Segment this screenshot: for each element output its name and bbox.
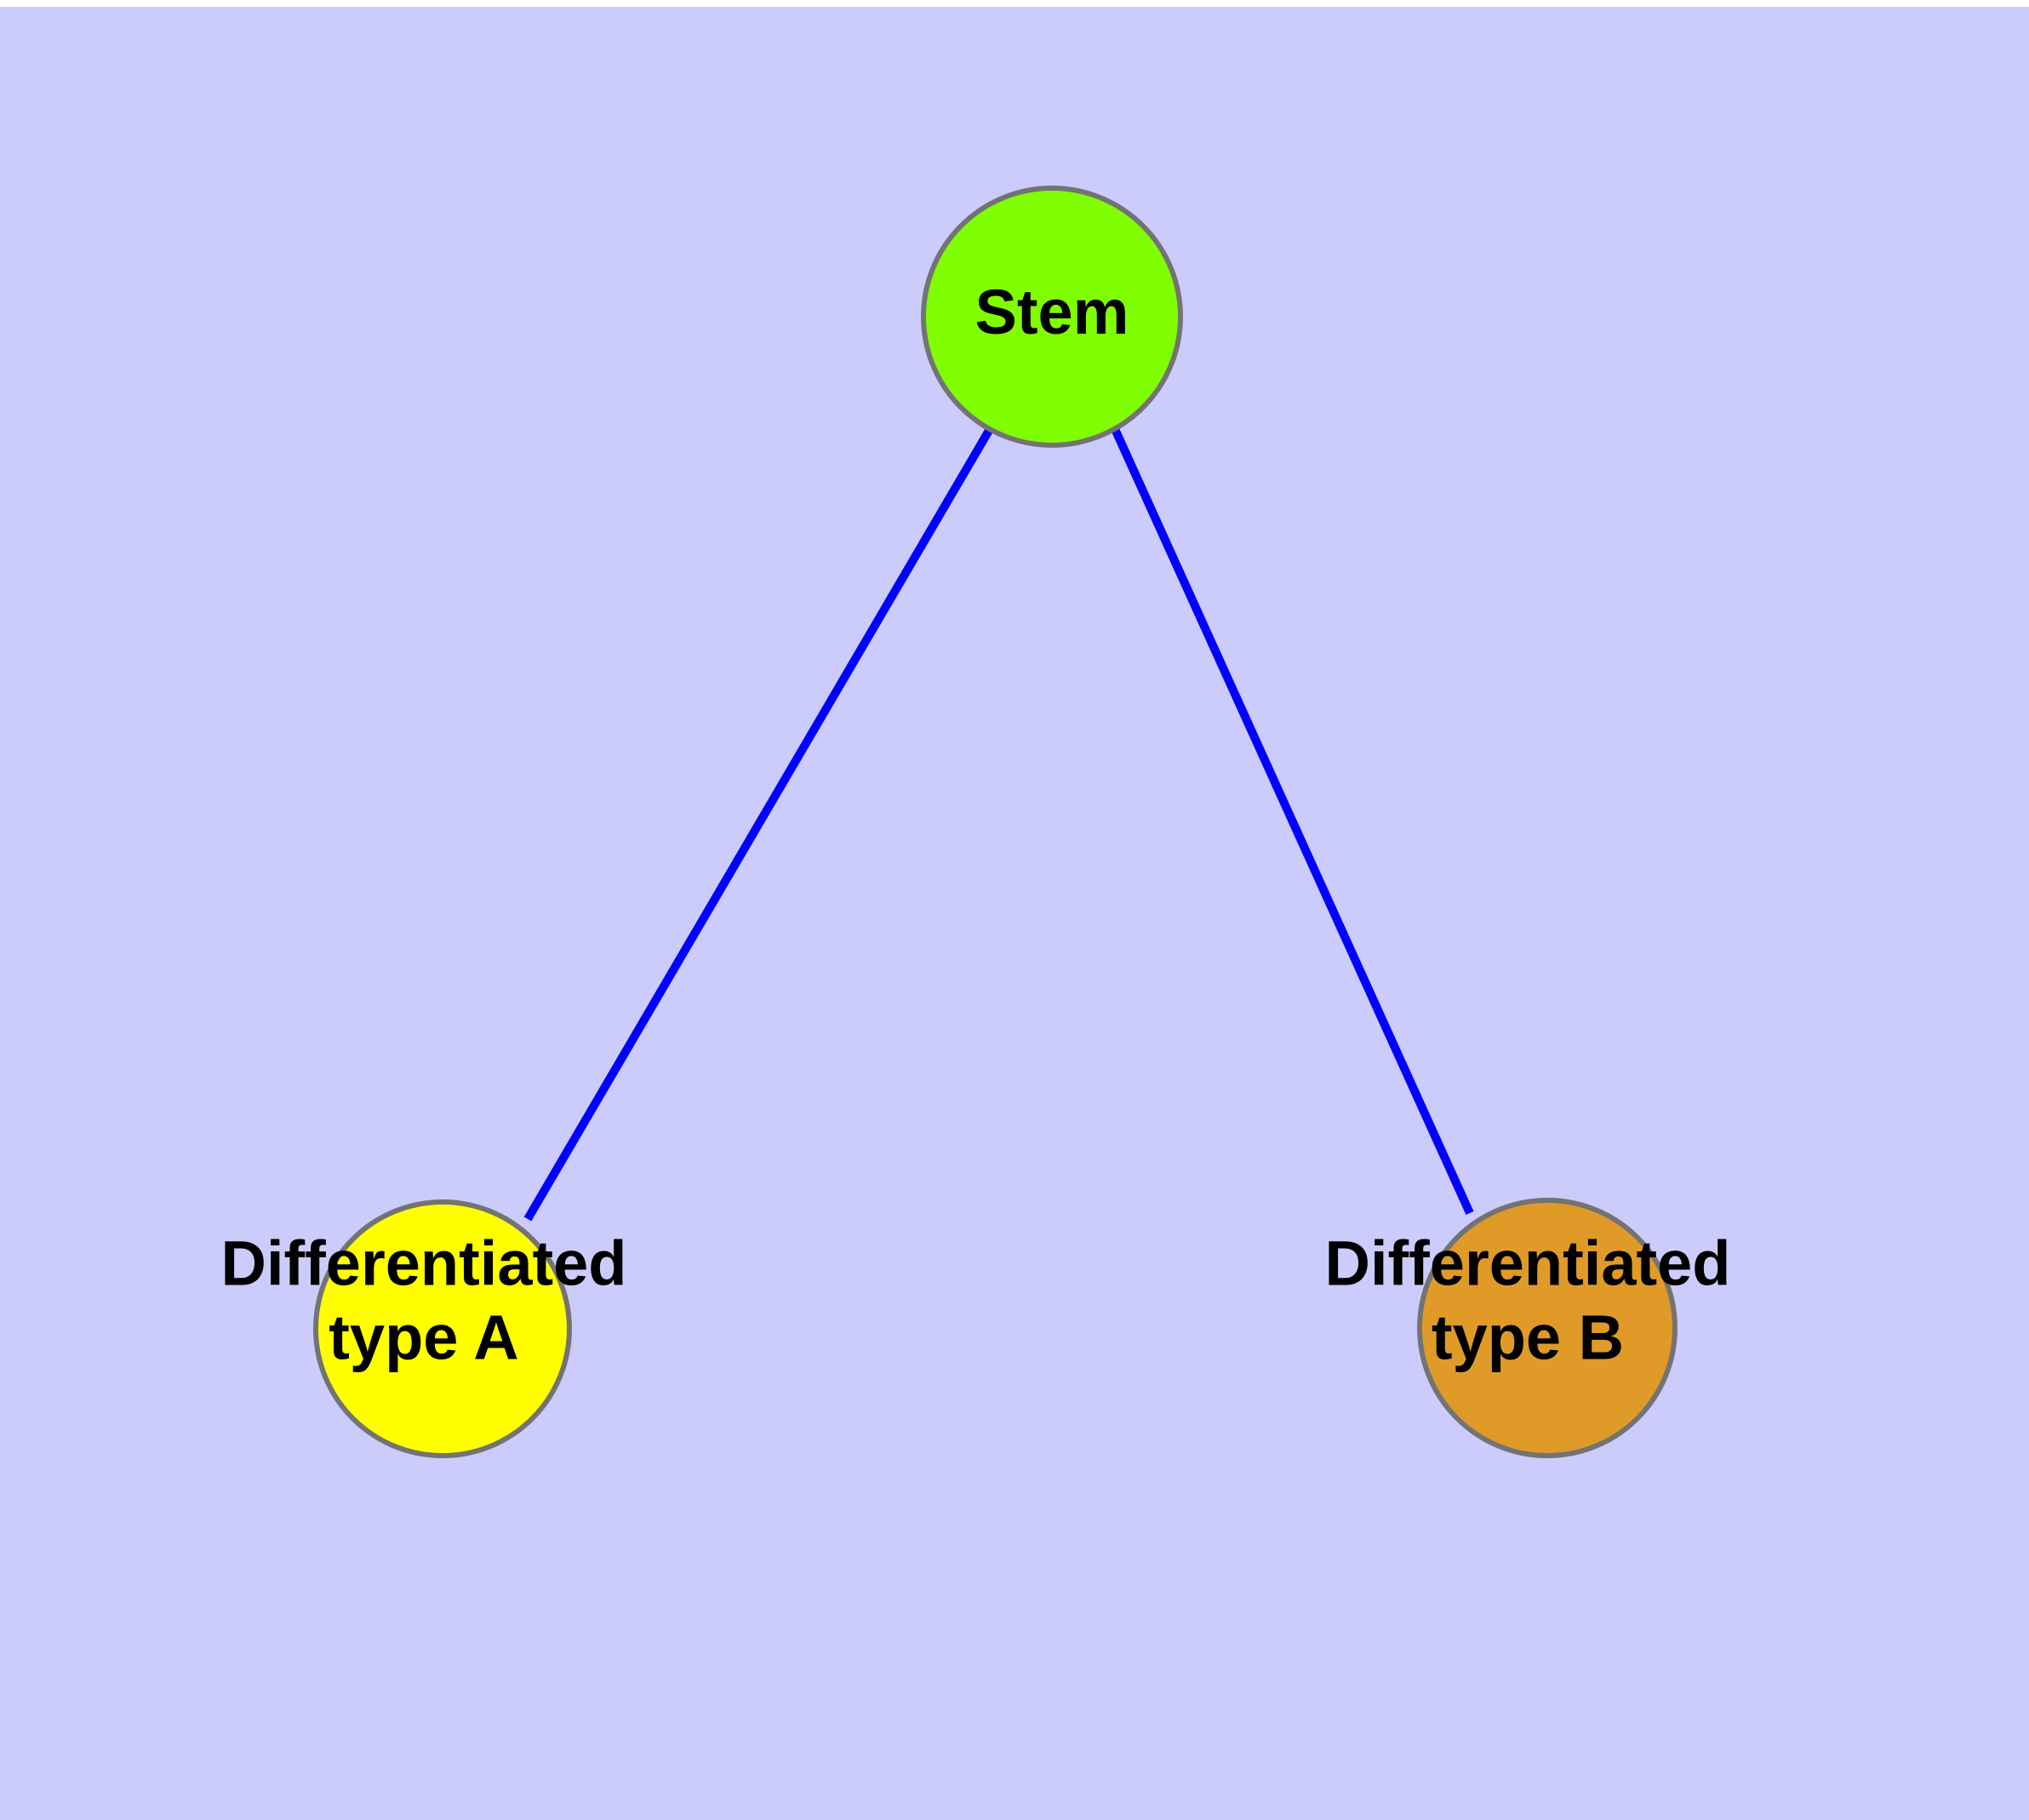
nodes-group [313, 186, 1677, 1458]
node-circle-diff_b[interactable] [1417, 1198, 1677, 1458]
graph-edge-stem-to-diff_b[interactable] [1111, 426, 1474, 1216]
node-label-line: type A [329, 1302, 518, 1372]
node-circle-stem[interactable] [921, 186, 1183, 448]
node-label-line: Differentiated [221, 1228, 627, 1298]
edges-group [523, 426, 1474, 1222]
node-label-line: Stem [975, 277, 1129, 347]
node-label-stem: Stem [975, 277, 1129, 347]
node-label-line: Differentiated [1325, 1228, 1731, 1298]
graph-edge-stem-to-diff_a[interactable] [523, 426, 994, 1222]
node-circle-diff_a[interactable] [313, 1199, 572, 1458]
node-label-line: type B [1432, 1302, 1624, 1372]
